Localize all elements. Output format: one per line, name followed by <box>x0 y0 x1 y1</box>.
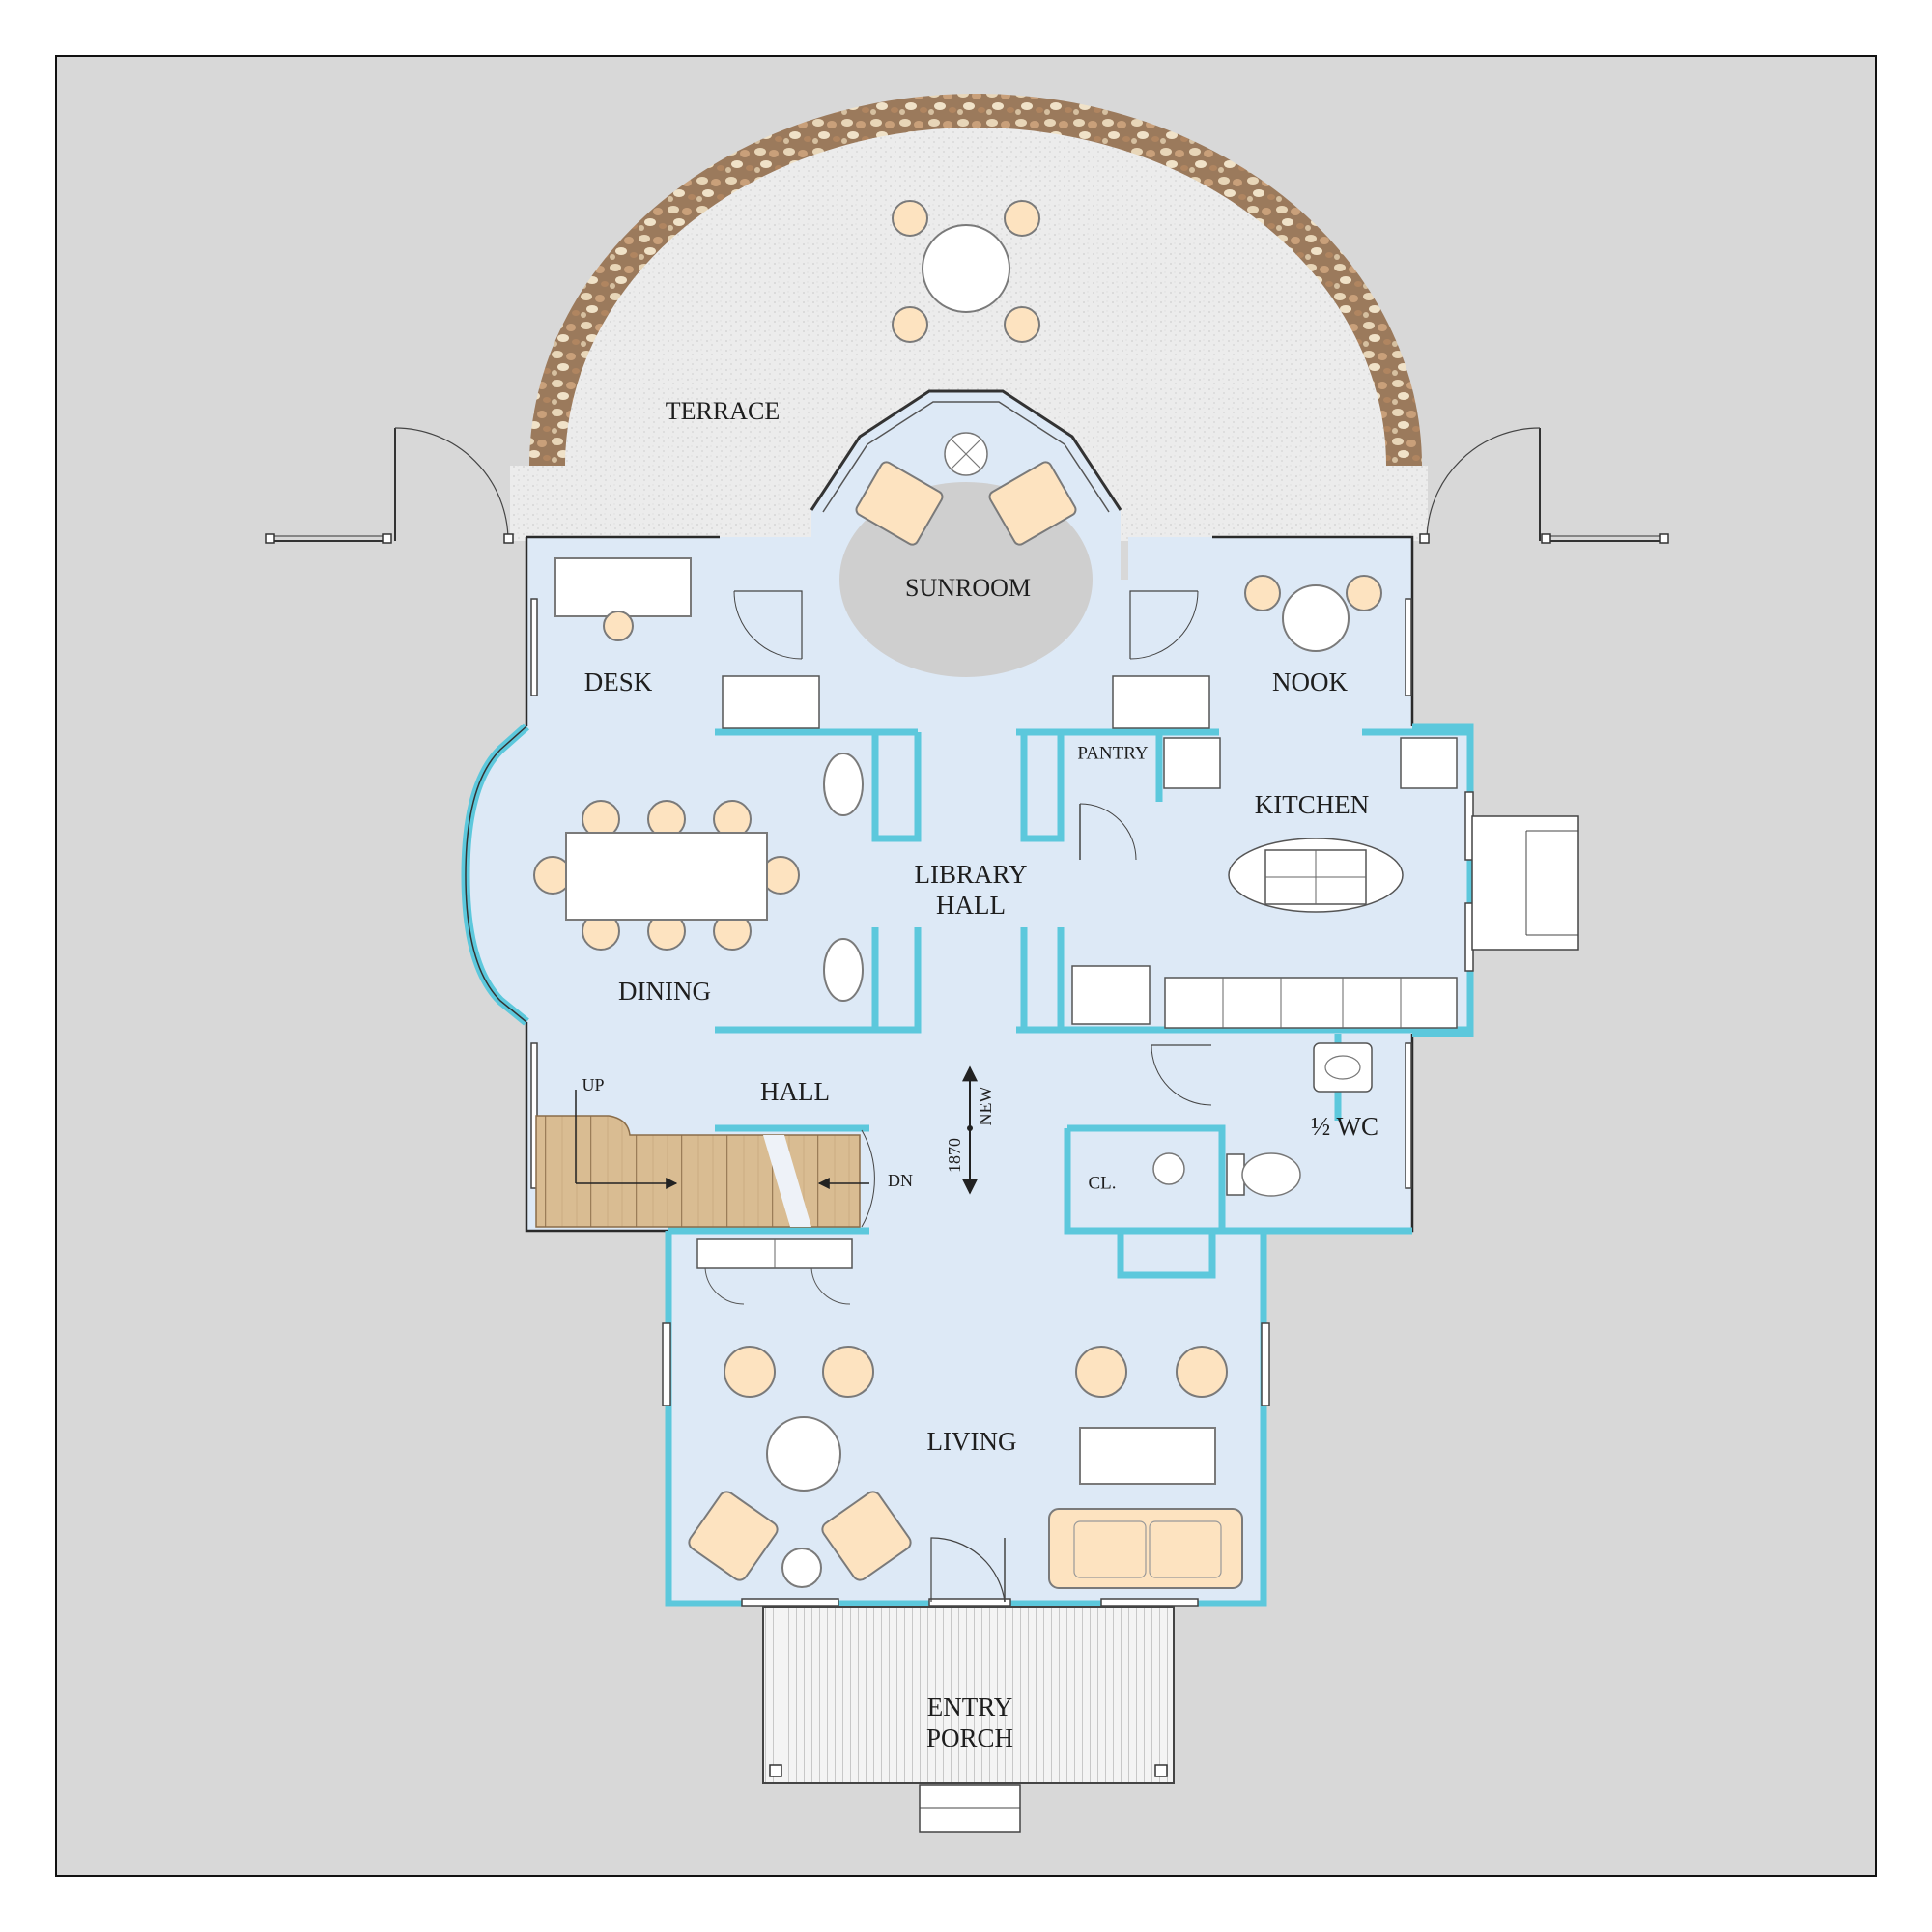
terrace-dining-set <box>892 200 1040 343</box>
label-down: DN <box>888 1171 913 1190</box>
left-gate <box>265 427 514 544</box>
label-nook: NOOK <box>1272 668 1348 696</box>
windows <box>530 598 1474 1607</box>
label-half-wc: ½ WC <box>1311 1112 1378 1141</box>
label-porch-line2: PORCH <box>926 1723 1013 1752</box>
label-desk: DESK <box>584 668 653 696</box>
dining-furniture <box>533 800 800 951</box>
label-pantry: PANTRY <box>1077 743 1148 763</box>
side-steps <box>1471 815 1579 951</box>
label-hall: HALL <box>760 1077 830 1106</box>
wc-fixtures <box>1151 1042 1373 1197</box>
kitchen-furniture <box>1071 737 1579 1029</box>
label-up: UP <box>582 1075 604 1094</box>
sunroom <box>810 389 1122 677</box>
nook-furniture <box>1244 575 1382 652</box>
label-closet: CL. <box>1088 1173 1116 1193</box>
label-library-line2: HALL <box>936 891 1006 920</box>
label-year: 1870 <box>945 1138 964 1173</box>
sunroom-doors <box>722 590 1210 729</box>
stair <box>535 1090 875 1228</box>
entry-porch <box>762 1606 1175 1833</box>
living-furniture <box>688 1238 1243 1603</box>
label-porch-line1: ENTRY <box>927 1692 1013 1721</box>
desk-furniture <box>554 557 692 641</box>
label-terrace: TERRACE <box>666 397 780 425</box>
terrace-paving <box>510 128 1428 541</box>
right-gate <box>1419 427 1669 544</box>
label-sunroom: SUNROOM <box>905 574 1031 602</box>
label-living: LIVING <box>927 1427 1017 1456</box>
library-tables <box>823 753 864 1002</box>
label-kitchen: KITCHEN <box>1255 790 1369 819</box>
label-library-line1: LIBRARY <box>914 860 1027 889</box>
label-dining: DINING <box>618 977 711 1006</box>
phase-marker <box>962 1065 978 1195</box>
label-new: NEW <box>976 1086 995 1125</box>
